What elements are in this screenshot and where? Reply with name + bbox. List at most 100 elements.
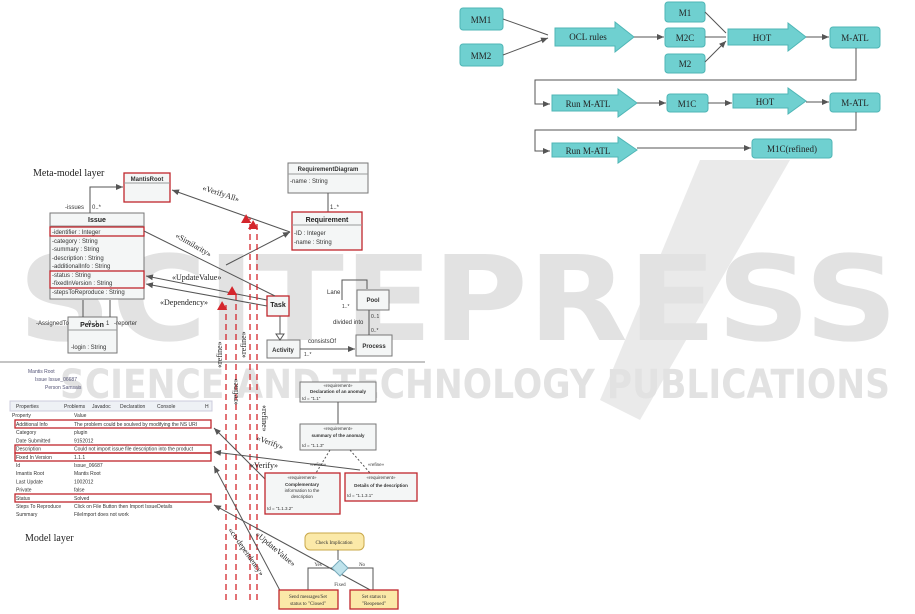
issue-attr: -summary : String [52, 247, 99, 253]
stereotype: «requirement» [323, 383, 353, 388]
property-value[interactable]: Solved [74, 496, 90, 502]
property-name[interactable]: Summary [16, 512, 38, 518]
transformation-flow: MM1 MM2 OCL rules M1 M2C M2 HOT M-ATL Ru… [459, 1, 881, 164]
flow-label-matl-2: M-ATL [841, 98, 869, 108]
property-name[interactable]: Last Update [16, 479, 43, 485]
issue-attr: -fixedInVersion : String [52, 281, 112, 287]
requirement-attr: -ID : Integer [294, 231, 326, 237]
property-value[interactable]: The problem could be soulved by modifyin… [74, 422, 197, 428]
dependency-label: «Dependency» [160, 298, 208, 307]
person-class [67, 316, 118, 354]
refine-label: «refine» [239, 331, 248, 358]
issue-attr: -status : String [52, 273, 91, 279]
refine-label: «refine» [231, 378, 240, 405]
watermark-sub: SCIENCE AND TECHNOLOGY PUBLICATIONS [60, 362, 890, 408]
property-name[interactable]: Date Submitted [16, 438, 51, 444]
property-value[interactable]: false [74, 488, 85, 494]
watermark: SCITEPRESS SCIENCE AND TECHNOLOGY PUBLIC… [18, 160, 898, 420]
property-value[interactable]: FileImport does not work [74, 512, 129, 518]
property-value[interactable]: plugin [74, 430, 88, 436]
req-name: summary of the anomaly [311, 433, 365, 438]
check-implication-label: Check Implication [315, 541, 353, 546]
tree-item[interactable]: Person Samsais [45, 385, 82, 391]
tab-properties[interactable]: Properties [16, 404, 39, 410]
assignedto-multiplicity: 0..1 [88, 321, 99, 327]
property-name[interactable]: Description [16, 447, 41, 453]
send-messages-label: Send messages/Set [289, 595, 328, 600]
property-name[interactable]: Category [16, 430, 37, 436]
issue-attr: -stepsToReproduce : String [52, 290, 125, 296]
tab-declaration[interactable]: Declaration [120, 404, 146, 410]
lane-multiplicity: 1..* [342, 304, 350, 310]
meta-model-layer-label: Meta-model layer [33, 168, 105, 179]
check-implication-node [304, 532, 365, 551]
req-name: Details of the description [354, 483, 408, 488]
req-name: Complementary [285, 482, 320, 487]
yes-label: Yes [314, 563, 321, 568]
property-name[interactable]: Id [16, 463, 20, 469]
stereotype: «requirement» [287, 475, 317, 480]
property-name[interactable]: Private [16, 488, 32, 494]
property-value[interactable]: Mantis Root [74, 471, 101, 477]
flow-box-m1c-refined [751, 138, 833, 159]
flow-box-matl-1 [829, 26, 881, 49]
activity-title: Activity [272, 348, 294, 354]
requirementdiagram-title: RequirementDiagram [298, 167, 359, 173]
issue-attr: -additionalInfo : String [52, 264, 110, 270]
task-title: Task [270, 302, 286, 309]
property-value[interactable]: Could not import issue file description … [74, 447, 194, 453]
column-header-value: Value [74, 413, 87, 419]
flow-label-m2c: M2C [676, 33, 695, 43]
verifyall-label: «VerifyAll» [201, 183, 240, 203]
tab-h[interactable]: H [205, 404, 209, 410]
flow-label-hot-1: HOT [753, 33, 772, 43]
mantisroot-title: MantisRoot [131, 177, 164, 183]
req-summary [299, 423, 377, 451]
flow-label-mm1: MM1 [471, 15, 492, 25]
tab-console[interactable]: Console [157, 404, 176, 410]
property-name[interactable]: Status [16, 496, 31, 502]
properties-table: Additional Info The problem could be soul… [16, 422, 197, 518]
flow-arrow-hot-1 [727, 21, 807, 53]
property-value[interactable]: 9152012 [74, 438, 94, 444]
decision-diamond [331, 559, 349, 577]
property-name[interactable]: Steps To Reproduce [16, 504, 61, 510]
tab-javadoc[interactable]: Javadoc [92, 404, 111, 410]
property-name[interactable]: Additional Info [16, 422, 48, 428]
issue-attr: -identifier : Integer [52, 230, 100, 236]
send-messages-label: status to "Closed" [290, 602, 326, 607]
property-value[interactable]: 1.1.1 [74, 455, 85, 461]
tab-problems[interactable]: Problems [64, 404, 86, 410]
property-value[interactable]: 1002012 [74, 479, 94, 485]
set-status-label: "Reopened" [362, 602, 386, 607]
issue-title: Issue [88, 217, 106, 224]
flow-label-hot-2: HOT [756, 97, 775, 107]
pool-class [356, 289, 390, 311]
flow-label-run-2: Run M-ATL [566, 146, 611, 156]
divided-multiplicity: 0..1 [371, 314, 380, 320]
property-value[interactable]: Issue_06687 [74, 463, 103, 469]
verify-label: «Verify» [250, 461, 278, 470]
issues-multiplicity: 0..* [92, 205, 102, 211]
req-complementary [264, 472, 341, 515]
process-title: Process [362, 344, 386, 350]
issues-role: -issues [65, 205, 84, 211]
flow-label-matl-1: M-ATL [841, 33, 869, 43]
fixed-label: Fixed [334, 583, 346, 588]
flow-arrow-hot-2 [732, 87, 807, 115]
flow-box-m2 [664, 53, 706, 74]
pool-title: Pool [367, 298, 380, 304]
property-name[interactable]: Imantis Root [16, 471, 45, 477]
assignedto-role: -AssignedTo [36, 321, 70, 327]
property-value[interactable]: Click on File Button then Import IssueDe… [74, 504, 173, 510]
property-name[interactable]: Fixed In Version [16, 455, 52, 461]
stereotype: «requirement» [366, 475, 396, 480]
req-id: Id = "1.1.3.2" [267, 506, 293, 511]
reporter-multiplicity: 1 [106, 321, 110, 327]
refine-label: «refine» [310, 462, 327, 467]
tree-item[interactable]: Issue Issue_06687 [35, 377, 77, 383]
tree-item[interactable]: Mantis Root [28, 369, 55, 375]
req-id: Id = "1.1.3.1" [347, 493, 373, 498]
